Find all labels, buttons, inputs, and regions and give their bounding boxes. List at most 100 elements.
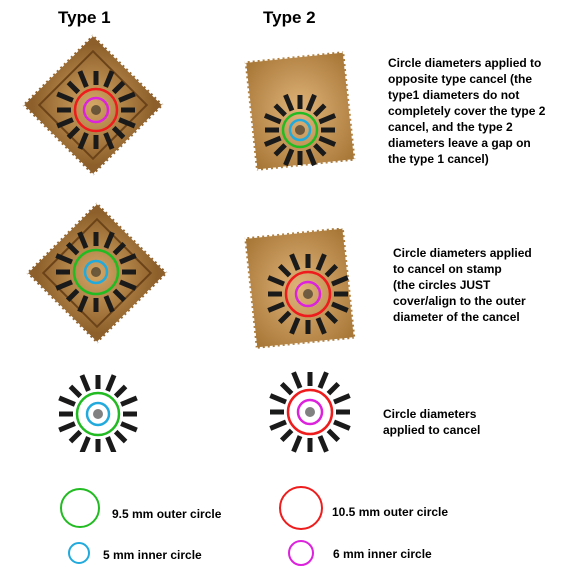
cancel-bar [331,301,349,313]
magenta-inner-circle [296,398,324,426]
cancel-bar [113,384,128,399]
note-line: applied to cancel [383,423,481,437]
note-line: Circle diameters applied [393,246,532,260]
cancel-bar [77,295,89,313]
note-line: the type 1 cancel) [388,152,489,166]
cancel-bar [317,371,329,389]
note-row1: Circle diameters applied to opposite typ… [388,55,576,167]
cancel-bar [112,241,127,256]
type1-cancel [50,362,150,452]
cancel-bar [77,231,89,249]
cancel-center [91,267,101,277]
type1-header: Type 1 [58,8,111,27]
cancel-bar [65,241,80,256]
cancel-bars [269,371,351,453]
cancel-center [295,125,305,135]
cancel-bar [77,70,89,88]
cancel-bar [333,419,351,431]
cyan-inner-circle [83,259,109,285]
cancel-bar [326,428,341,443]
cancel-bar [277,310,292,325]
cancel-bar [118,117,136,129]
cancel-bar [331,275,349,287]
cancel-bar [105,436,117,452]
type2-header: Type 2 [263,8,316,27]
cancel-bar [283,148,295,167]
cancel-bars [56,70,136,150]
cancel-bar [55,253,73,265]
cyan-inner-circle [85,401,111,427]
legend-magenta-swatch [288,540,314,566]
green-outer-circle [281,111,319,149]
cancel-bar [279,381,294,396]
note-line: cover/align to the outer [393,294,526,308]
note-line: cancel, and the type 2 [388,120,513,134]
cancel-bar [68,429,83,444]
cancel-bar [105,374,117,392]
green-outer-circle [72,248,120,296]
cancel-center [305,407,315,417]
cancel-bar [273,143,287,157]
cancel-bar [313,103,327,117]
cancel-bar [103,70,115,88]
cancel-bar [279,428,294,443]
type1-stamp-row2 [24,200,170,346]
cancel-bar [112,288,127,303]
note-line: Circle diameters [383,407,477,421]
cancel-center [303,289,313,299]
legend-green-swatch [60,488,100,528]
note-row3: Circle diameters applied to cancel [383,406,563,438]
legend-green-label: 9.5 mm outer circle [112,507,222,521]
cancel-bar [79,374,91,392]
type2-stamp-row1 [242,49,358,173]
cancel-bar [119,279,137,291]
cancel-bar [289,253,301,271]
cancel-bar [58,395,76,407]
magenta-inner-circle [82,96,110,124]
legend-cyan-label: 5 mm inner circle [103,548,202,562]
cancel-bar [118,91,136,103]
cancel-bar [111,125,126,140]
legend-cyan-swatch [68,542,90,564]
cancel-bar [291,435,303,453]
cancel-bar [111,80,126,95]
cancel-bars [58,374,138,452]
red-outer-circle [286,388,334,436]
cancel-bar [277,263,292,278]
magenta-inner-circle [294,280,322,308]
cancel-bars [263,93,337,167]
cancel-bar [68,384,83,399]
cancel-bar [103,231,115,249]
cancel-bar [269,419,287,431]
cancel-bar [120,421,138,433]
cancel-bar [58,421,76,433]
legend-magenta-label: 6 mm inner circle [333,547,432,561]
cancel-bar [318,113,337,125]
cancel-bar [317,435,329,453]
note-line: Circle diameters applied to [388,56,542,70]
cancel-bar [283,93,295,112]
cancel-bar [263,135,282,147]
note-line: type1 diameters do not [388,88,520,102]
cancel-bar [119,253,137,265]
note-line: completely cover the type 2 [388,104,546,118]
cancel-bar [263,113,282,125]
legend-red-swatch [279,486,323,530]
cancel-bar [318,135,337,147]
cancel-bar [65,288,80,303]
legend-red-label: 10.5 mm outer circle [332,505,449,519]
cancel-bar [269,393,287,405]
cancel-bar [291,371,303,389]
cancel-bar [324,263,339,278]
cancel-bar [113,429,128,444]
red-outer-circle [284,270,332,318]
cancel-bar [289,317,301,335]
green-outer-circle [75,391,121,437]
cancel-bar [77,132,89,150]
cancel-bar [56,91,74,103]
cancel-bar [305,148,317,167]
cancel-bar [313,143,327,157]
type2-stamp-row2 [242,228,358,351]
cancel-bar [66,80,81,95]
note-line: (the circles JUST [393,278,491,292]
